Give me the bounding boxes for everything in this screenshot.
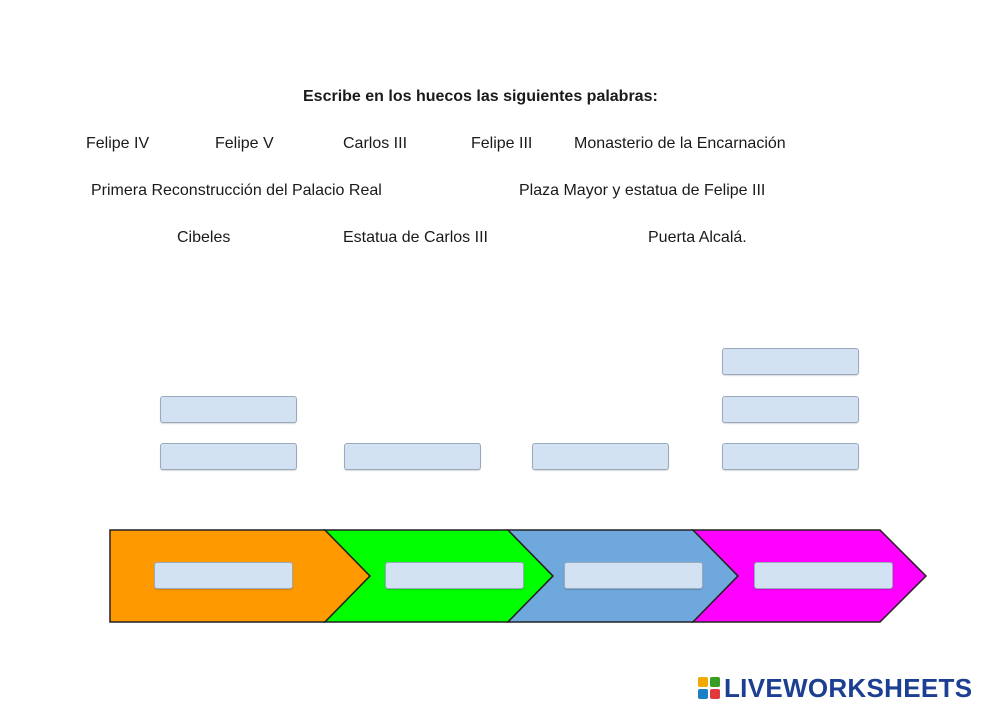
word-felipe-v: Felipe V: [215, 135, 274, 152]
answer-input[interactable]: [565, 563, 702, 588]
answer-input[interactable]: [386, 563, 523, 588]
word-felipe-iv: Felipe IV: [86, 135, 150, 152]
word-estatua-carlos-iii: Estatua de Carlos III: [343, 229, 488, 246]
answer-blank-col4-bottom[interactable]: [722, 443, 859, 470]
answer-blank-col4-middle[interactable]: [722, 396, 859, 423]
word-felipe-iii: Felipe III: [471, 135, 533, 152]
timeline-blank-1[interactable]: [154, 562, 293, 589]
answer-blank-col1-bottom[interactable]: [160, 443, 297, 470]
answer-input[interactable]: [155, 563, 292, 588]
word-plaza-mayor: Plaza Mayor y estatua de Felipe III: [519, 182, 766, 199]
liveworksheets-logo: LIVEWORKSHEETS: [698, 673, 972, 703]
answer-input[interactable]: [533, 444, 668, 469]
word-puerta-alcala: Puerta Alcalá.: [648, 229, 747, 246]
word-cibeles: Cibeles: [177, 229, 231, 246]
logo-mark-icon: [698, 677, 720, 699]
answer-blank-col4-top[interactable]: [722, 348, 859, 375]
word-monasterio: Monasterio de la Encarnación: [574, 135, 786, 152]
timeline-blank-3[interactable]: [564, 562, 703, 589]
logo-text: LIVEWORKSHEETS: [724, 672, 973, 703]
answer-blank-col3[interactable]: [532, 443, 669, 470]
answer-input[interactable]: [723, 444, 858, 469]
answer-input[interactable]: [161, 444, 296, 469]
answer-input[interactable]: [161, 397, 296, 422]
answer-input[interactable]: [723, 349, 858, 374]
answer-blank-col2[interactable]: [344, 443, 481, 470]
timeline-blank-2[interactable]: [385, 562, 524, 589]
timeline-blank-4[interactable]: [754, 562, 893, 589]
answer-input[interactable]: [345, 444, 480, 469]
answer-blank-col1-top[interactable]: [160, 396, 297, 423]
word-carlos-iii: Carlos III: [343, 135, 408, 152]
answer-input[interactable]: [723, 397, 858, 422]
instructions-title: Escribe en los huecos las siguientes pal…: [303, 88, 658, 105]
answer-input[interactable]: [755, 563, 892, 588]
word-primera-reconstruccion: Primera Reconstrucción del Palacio Real: [91, 182, 382, 199]
